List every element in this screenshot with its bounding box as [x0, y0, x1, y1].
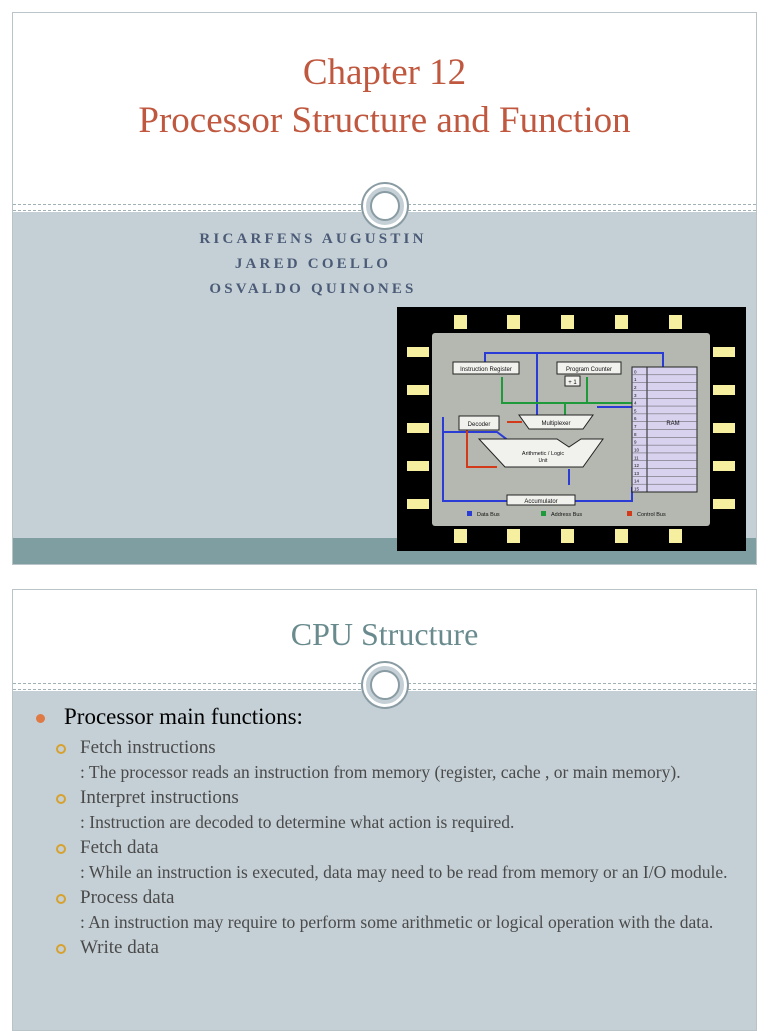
ram-address: 4: [634, 401, 637, 406]
slide-body: [13, 691, 756, 1030]
instruction-register-label: Instruction Register: [460, 367, 512, 373]
ram-address: 1: [634, 377, 637, 382]
accumulator-label: Accumulator: [524, 499, 557, 505]
ram-address: 12: [634, 463, 640, 468]
ram-address: 11: [634, 455, 639, 460]
slide-title-header: Chapter 12 Processor Structure and Funct…: [13, 13, 756, 206]
ring-bullet-icon: [56, 744, 66, 754]
ram-address: 9: [634, 440, 637, 445]
legend-label: Data Bus: [477, 512, 500, 518]
slide-title: CPU Structure: [290, 616, 479, 652]
slide-title: Chapter 12 Processor Structure and Funct…: [12, 12, 757, 565]
list-item: Fetch data : While an instruction is exec…: [33, 836, 733, 882]
legend-label: Address Bus: [551, 512, 582, 518]
list-item: Write data: [33, 936, 733, 960]
main-bullet: Processor main functions:: [33, 702, 733, 732]
legend-swatch: [627, 511, 632, 516]
author-name: OSVALDO QUINONES: [209, 281, 417, 297]
ram-label: RAM: [666, 421, 679, 427]
list-item-heading: Fetch instructions: [80, 737, 216, 758]
divider-circle-icon: [363, 184, 407, 228]
list-item-heading: Process data: [80, 887, 175, 908]
title-line-2: Processor Structure and Function: [138, 100, 631, 141]
ram-address: 15: [634, 487, 640, 492]
ram-address: 8: [634, 432, 637, 437]
list-item: Interpret instructions : Instruction are …: [33, 786, 733, 832]
ram-address: 2: [634, 385, 637, 390]
author-list: RICARFENS AUGUSTIN JARED COELLO OSVALDO …: [153, 227, 473, 302]
author-name: RICARFENS AUGUSTIN: [199, 231, 427, 247]
list-item-heading: Fetch data: [80, 837, 159, 858]
alu-label: Arithmetic / Logic: [522, 451, 564, 457]
legend-swatch: [541, 511, 546, 516]
author-name: JARED COELLO: [234, 256, 392, 272]
program-counter-label: Program Counter: [566, 367, 612, 373]
decoder-label: Decoder: [468, 422, 491, 428]
legend-label: Control Bus: [637, 512, 666, 518]
list-item-description: : Instruction are decoded to determine w…: [80, 812, 515, 832]
divider-circle-icon: [363, 663, 407, 707]
increment-label: + 1: [568, 380, 577, 386]
list-item-heading: Write data: [80, 937, 159, 958]
ram-address: 5: [634, 408, 637, 413]
ram-address: 10: [634, 447, 640, 452]
ram-address: 3: [634, 393, 637, 398]
main-bullet-text: Processor main functions:: [64, 704, 303, 729]
ram-address: 14: [634, 479, 640, 484]
multiplexer-label: Multiplexer: [541, 421, 570, 427]
ram-address: 13: [634, 471, 640, 476]
ram-address: 7: [634, 424, 637, 429]
slide-cpu-structure: CPU Structure Processor main functions: …: [12, 589, 757, 1031]
list-item-heading: Interpret instructions: [80, 787, 239, 808]
ring-bullet-icon: [56, 794, 66, 804]
ring-bullet-icon: [56, 944, 66, 954]
bullet-dot-icon: [36, 714, 45, 723]
ram-address: 6: [634, 416, 637, 421]
chip-pins-icon: [407, 315, 735, 543]
legend-swatch: [467, 511, 472, 516]
list-item: Fetch instructions : The processor reads …: [33, 736, 733, 782]
page-title: Chapter 12 Processor Structure and Funct…: [13, 49, 756, 145]
alu-unit-label: Unit: [539, 458, 549, 464]
list-item-description: : The processor reads an instruction fro…: [80, 762, 681, 782]
ring-bullet-icon: [56, 894, 66, 904]
cpu-diagram: Instruction Register Program Counter + 1…: [397, 307, 746, 551]
title-line-1: Chapter 12: [302, 52, 467, 93]
list-item-description: : An instruction may require to perform …: [80, 912, 714, 932]
bullet-list: Processor main functions: Fetch instruct…: [33, 702, 733, 960]
list-item: Process data : An instruction may require…: [33, 886, 733, 932]
ring-bullet-icon: [56, 844, 66, 854]
ram-address: 0: [634, 369, 637, 374]
list-item-description: : While an instruction is executed, data…: [80, 862, 728, 882]
